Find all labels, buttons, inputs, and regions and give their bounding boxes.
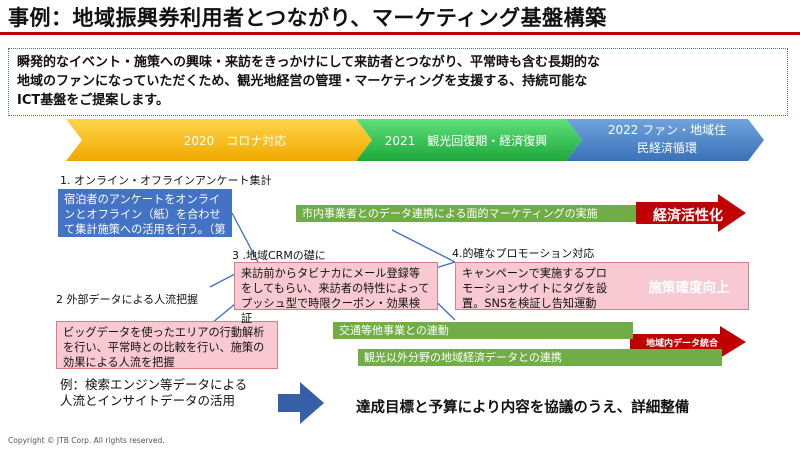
summary-box: 瞬発的なイベント・施策への興味・来訪をきっかけにして来訪者とつながり、平常時も含… — [8, 48, 788, 116]
phase-2020-chevron — [66, 119, 372, 161]
phase-2022-label-line1: 2022 ファン・地域住 — [607, 123, 727, 137]
conclusion-arrow — [278, 382, 324, 424]
connector-line — [391, 229, 456, 263]
phase-2022-chevron — [566, 119, 764, 161]
step-2-label: 2 外部データによる人流把握 — [56, 293, 199, 306]
summary-line-2: 地域のファンになっていただくため、観光地経営の管理・マーケティングを支援する、持… — [17, 74, 588, 89]
bigdata-box: ビッグデータを使ったエリアの行動解析を行い、平常時との比較を行い、施策の効果によ… — [56, 321, 278, 369]
promo-box: キャンペーンで実施するプロモーションサイトにタグを設置。SNSを検証し告知運動 — [455, 262, 749, 310]
data-link-bar: 市内事業者とのデータ連携による面的マーケティングの実施 — [296, 205, 636, 222]
summary-line-3: ICT基盤をご提案します。 — [17, 93, 169, 108]
transport-bar: 交通等他事業との連動 — [333, 322, 633, 339]
phase-2022-label-line2: 民経済循環 — [636, 141, 697, 155]
phase-2021-label: 2021 観光回復期・経済復興 — [384, 134, 548, 148]
phase-2020-label: 2020 コロナ対応 — [183, 134, 287, 148]
crm-box: 来訪前からタビナカにメール登録等をしてもらい、来訪者の特性によってプッシュ型で時… — [234, 262, 438, 325]
tourism-data-bar: 観光以外分野の地域経済データとの連携 — [358, 349, 722, 366]
conclusion-text: 達成目標と予算により内容を協議のうえ、詳細整備 — [356, 400, 690, 416]
step-1-label: 1. オンライン・オフラインアンケート集計 — [60, 174, 272, 187]
step-3-label: 3 .地域CRMの礎に — [232, 249, 326, 262]
example-line-1: 例：検索エンジン等データによる — [60, 377, 248, 392]
survey-box: 宿泊者のアンケートをオンラインとオフライン（紙）を合わせて集計施策への活用を行う… — [58, 189, 232, 251]
connector-line — [231, 212, 259, 263]
step-4-label: 4.的確なプロモーション対応 — [452, 247, 595, 260]
title-divider — [0, 32, 800, 35]
integration-label: 地域内データ統合 — [645, 339, 718, 349]
phase-2021-chevron — [356, 119, 582, 161]
example-line-2: 人流とインサイトデータの活用 — [60, 393, 236, 408]
page-title: 事例：地域振興券利用者とつながり、マーケティング基盤構築 — [8, 6, 607, 30]
copyright-footer: Copyright © JTB Corp. All rights reserve… — [8, 436, 165, 445]
example-text: 例：検索エンジン等データによる 人流とインサイトデータの活用 — [60, 377, 247, 409]
certainty-label: 施策確度向上 — [648, 280, 730, 296]
econ-label: 経済活性化 — [653, 208, 723, 224]
phase-2022-label: 2022 ファン・地域住 民経済循環 — [582, 121, 752, 157]
summary-line-1: 瞬発的なイベント・施策への興味・来訪をきっかけにして来訪者とつながり、平常時も含… — [17, 55, 601, 70]
econ-arrow — [636, 194, 746, 232]
